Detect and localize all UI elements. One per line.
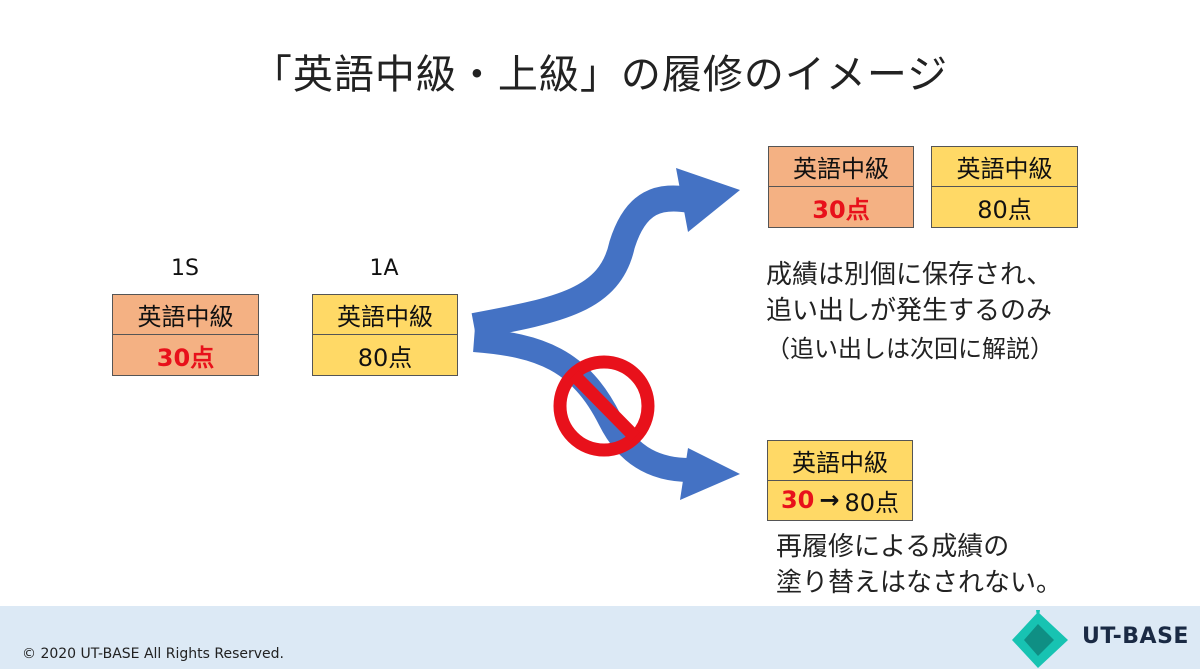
card-upper-left-score: 30点 [769,187,913,227]
upper-note-line2: 追い出しが発生するのみ [766,296,1053,326]
card-lower-name: 英語中級 [768,441,912,481]
lower-note-line2: 塗り替えはなされない。 [776,568,1063,598]
card-1a-score: 80点 [313,335,457,375]
upper-note-line1: 成績は別個に保存され、 [766,260,1053,290]
semester-label-1a: 1A [369,256,399,281]
ut-base-logo-text: UT-BASE [1082,624,1189,649]
page-title: 「英語中級・上級」の履修のイメージ [251,52,949,98]
upper-arrowhead [676,168,740,232]
card-lower-score: 30 → 80点 [768,480,912,520]
prohibition-icon [553,355,655,457]
upper-arrow [471,185,693,339]
copyright-text: © 2020 UT-BASE All Rights Reserved. [22,646,284,662]
card-1a: 英語中級 80点 [312,294,458,376]
card-upper-left-name: 英語中級 [769,147,913,187]
semester-label-1s: 1S [171,256,199,281]
card-upper-right: 英語中級 80点 [931,146,1078,228]
card-upper-right-name: 英語中級 [932,147,1077,187]
card-lower: 英語中級 30 → 80点 [767,440,913,521]
card-lower-new-score: 80点 [844,488,900,517]
card-upper-left: 英語中級 30点 [768,146,914,228]
upper-note-line3: （追い出しは次回に解説） [766,335,1054,363]
lower-arrowhead [680,448,740,500]
card-1s-name: 英語中級 [113,295,258,335]
card-lower-old-score: 30 [780,486,815,515]
footer: © 2020 UT-BASE All Rights Reserved. UT-B… [0,606,1200,669]
ut-base-logo-icon [1012,610,1068,668]
card-1s: 英語中級 30点 [112,294,259,376]
lower-note-line1: 再履修による成績の [776,532,1010,562]
card-1a-name: 英語中級 [313,295,457,335]
card-1s-score: 30点 [113,335,258,375]
card-lower-arrow: → [819,486,840,515]
card-upper-right-score: 80点 [932,187,1077,227]
